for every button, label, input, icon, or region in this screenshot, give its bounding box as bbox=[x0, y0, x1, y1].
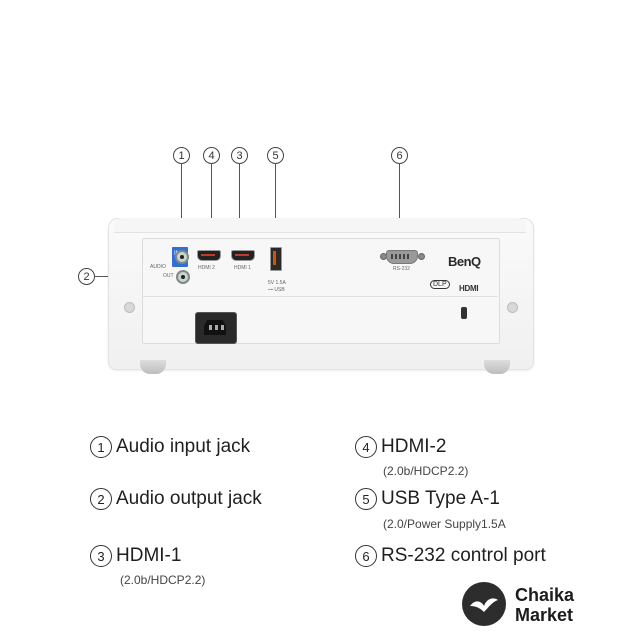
watermark-line-2: Market bbox=[515, 605, 574, 625]
hdmi-logo: HDMI bbox=[459, 284, 479, 293]
security-lock-icon bbox=[461, 307, 467, 319]
callout-2: 2 bbox=[78, 268, 95, 285]
screw-left bbox=[124, 302, 135, 313]
usb-port bbox=[270, 247, 282, 271]
legend-label-2: Audio output jack bbox=[116, 488, 262, 509]
dlp-logo: DLP bbox=[430, 280, 450, 289]
rs232-port bbox=[386, 250, 418, 264]
audio-input-jack bbox=[175, 250, 189, 264]
legend-num-1: 1 bbox=[90, 436, 112, 458]
hdmi-1-port bbox=[231, 250, 255, 261]
callout-6-leader bbox=[399, 163, 400, 249]
callout-5-leader bbox=[275, 163, 276, 243]
audio-label: AUDIO bbox=[150, 264, 166, 270]
callout-3: 3 bbox=[231, 147, 248, 164]
usb-power-label: 5V 1.5A bbox=[268, 280, 286, 286]
callout-4-leader bbox=[211, 163, 212, 249]
rs232-label: RS-232 bbox=[393, 266, 410, 272]
callout-6: 6 bbox=[391, 147, 408, 164]
legend-sub-5: (2.0/Power Supply1.5A bbox=[383, 517, 506, 531]
legend-item-audio-output: 2 Audio output jack bbox=[90, 488, 262, 510]
brand-logo: BenQ bbox=[448, 254, 481, 269]
foot-left bbox=[140, 360, 166, 374]
foot-right bbox=[484, 360, 510, 374]
legend-item-audio-input: 1 Audio input jack bbox=[90, 436, 250, 458]
callout-1: 1 bbox=[173, 147, 190, 164]
panel-divider bbox=[142, 296, 498, 297]
callout-5: 5 bbox=[267, 147, 284, 164]
legend-item-rs232: 6 RS-232 control port bbox=[355, 545, 546, 567]
callout-4: 4 bbox=[203, 147, 220, 164]
legend-num-6: 6 bbox=[355, 545, 377, 567]
legend-label-5: USB Type A-1 bbox=[381, 488, 500, 509]
legend-num-2: 2 bbox=[90, 488, 112, 510]
usb-label: ⊶ USB bbox=[268, 287, 285, 293]
legend-sub-4: (2.0b/HDCP2.2) bbox=[383, 464, 469, 478]
legend-num-5: 5 bbox=[355, 488, 377, 510]
audio-out-label: OUT bbox=[163, 273, 174, 279]
projector-top-edge bbox=[114, 218, 526, 233]
legend-label-6: RS-232 control port bbox=[381, 545, 546, 566]
watermark-logo-icon bbox=[462, 582, 506, 626]
hdmi-1-label: HDMI 1 bbox=[234, 265, 251, 271]
rs232-screw-right bbox=[418, 253, 425, 260]
legend-label-3: HDMI-1 bbox=[116, 545, 182, 566]
legend-item-hdmi-1: 3 HDMI-1 bbox=[90, 545, 181, 567]
legend-sub-3: (2.0b/HDCP2.2) bbox=[120, 573, 206, 587]
audio-output-jack bbox=[176, 270, 190, 284]
hdmi-2-port bbox=[197, 250, 221, 261]
screw-right bbox=[507, 302, 518, 313]
legend-label-4: HDMI-2 bbox=[381, 436, 447, 457]
power-inlet bbox=[195, 312, 237, 344]
legend-item-usb: 5 USB Type A-1 bbox=[355, 488, 500, 510]
callout-3-leader bbox=[239, 163, 240, 249]
legend-num-3: 3 bbox=[90, 545, 112, 567]
hdmi-2-label: HDMI 2 bbox=[198, 265, 215, 271]
legend-label-1: Audio input jack bbox=[116, 436, 251, 457]
legend-item-hdmi-2: 4 HDMI-2 bbox=[355, 436, 446, 458]
callout-1-leader bbox=[181, 163, 182, 247]
watermark-line-1: Chaika bbox=[515, 585, 575, 605]
legend-num-4: 4 bbox=[355, 436, 377, 458]
